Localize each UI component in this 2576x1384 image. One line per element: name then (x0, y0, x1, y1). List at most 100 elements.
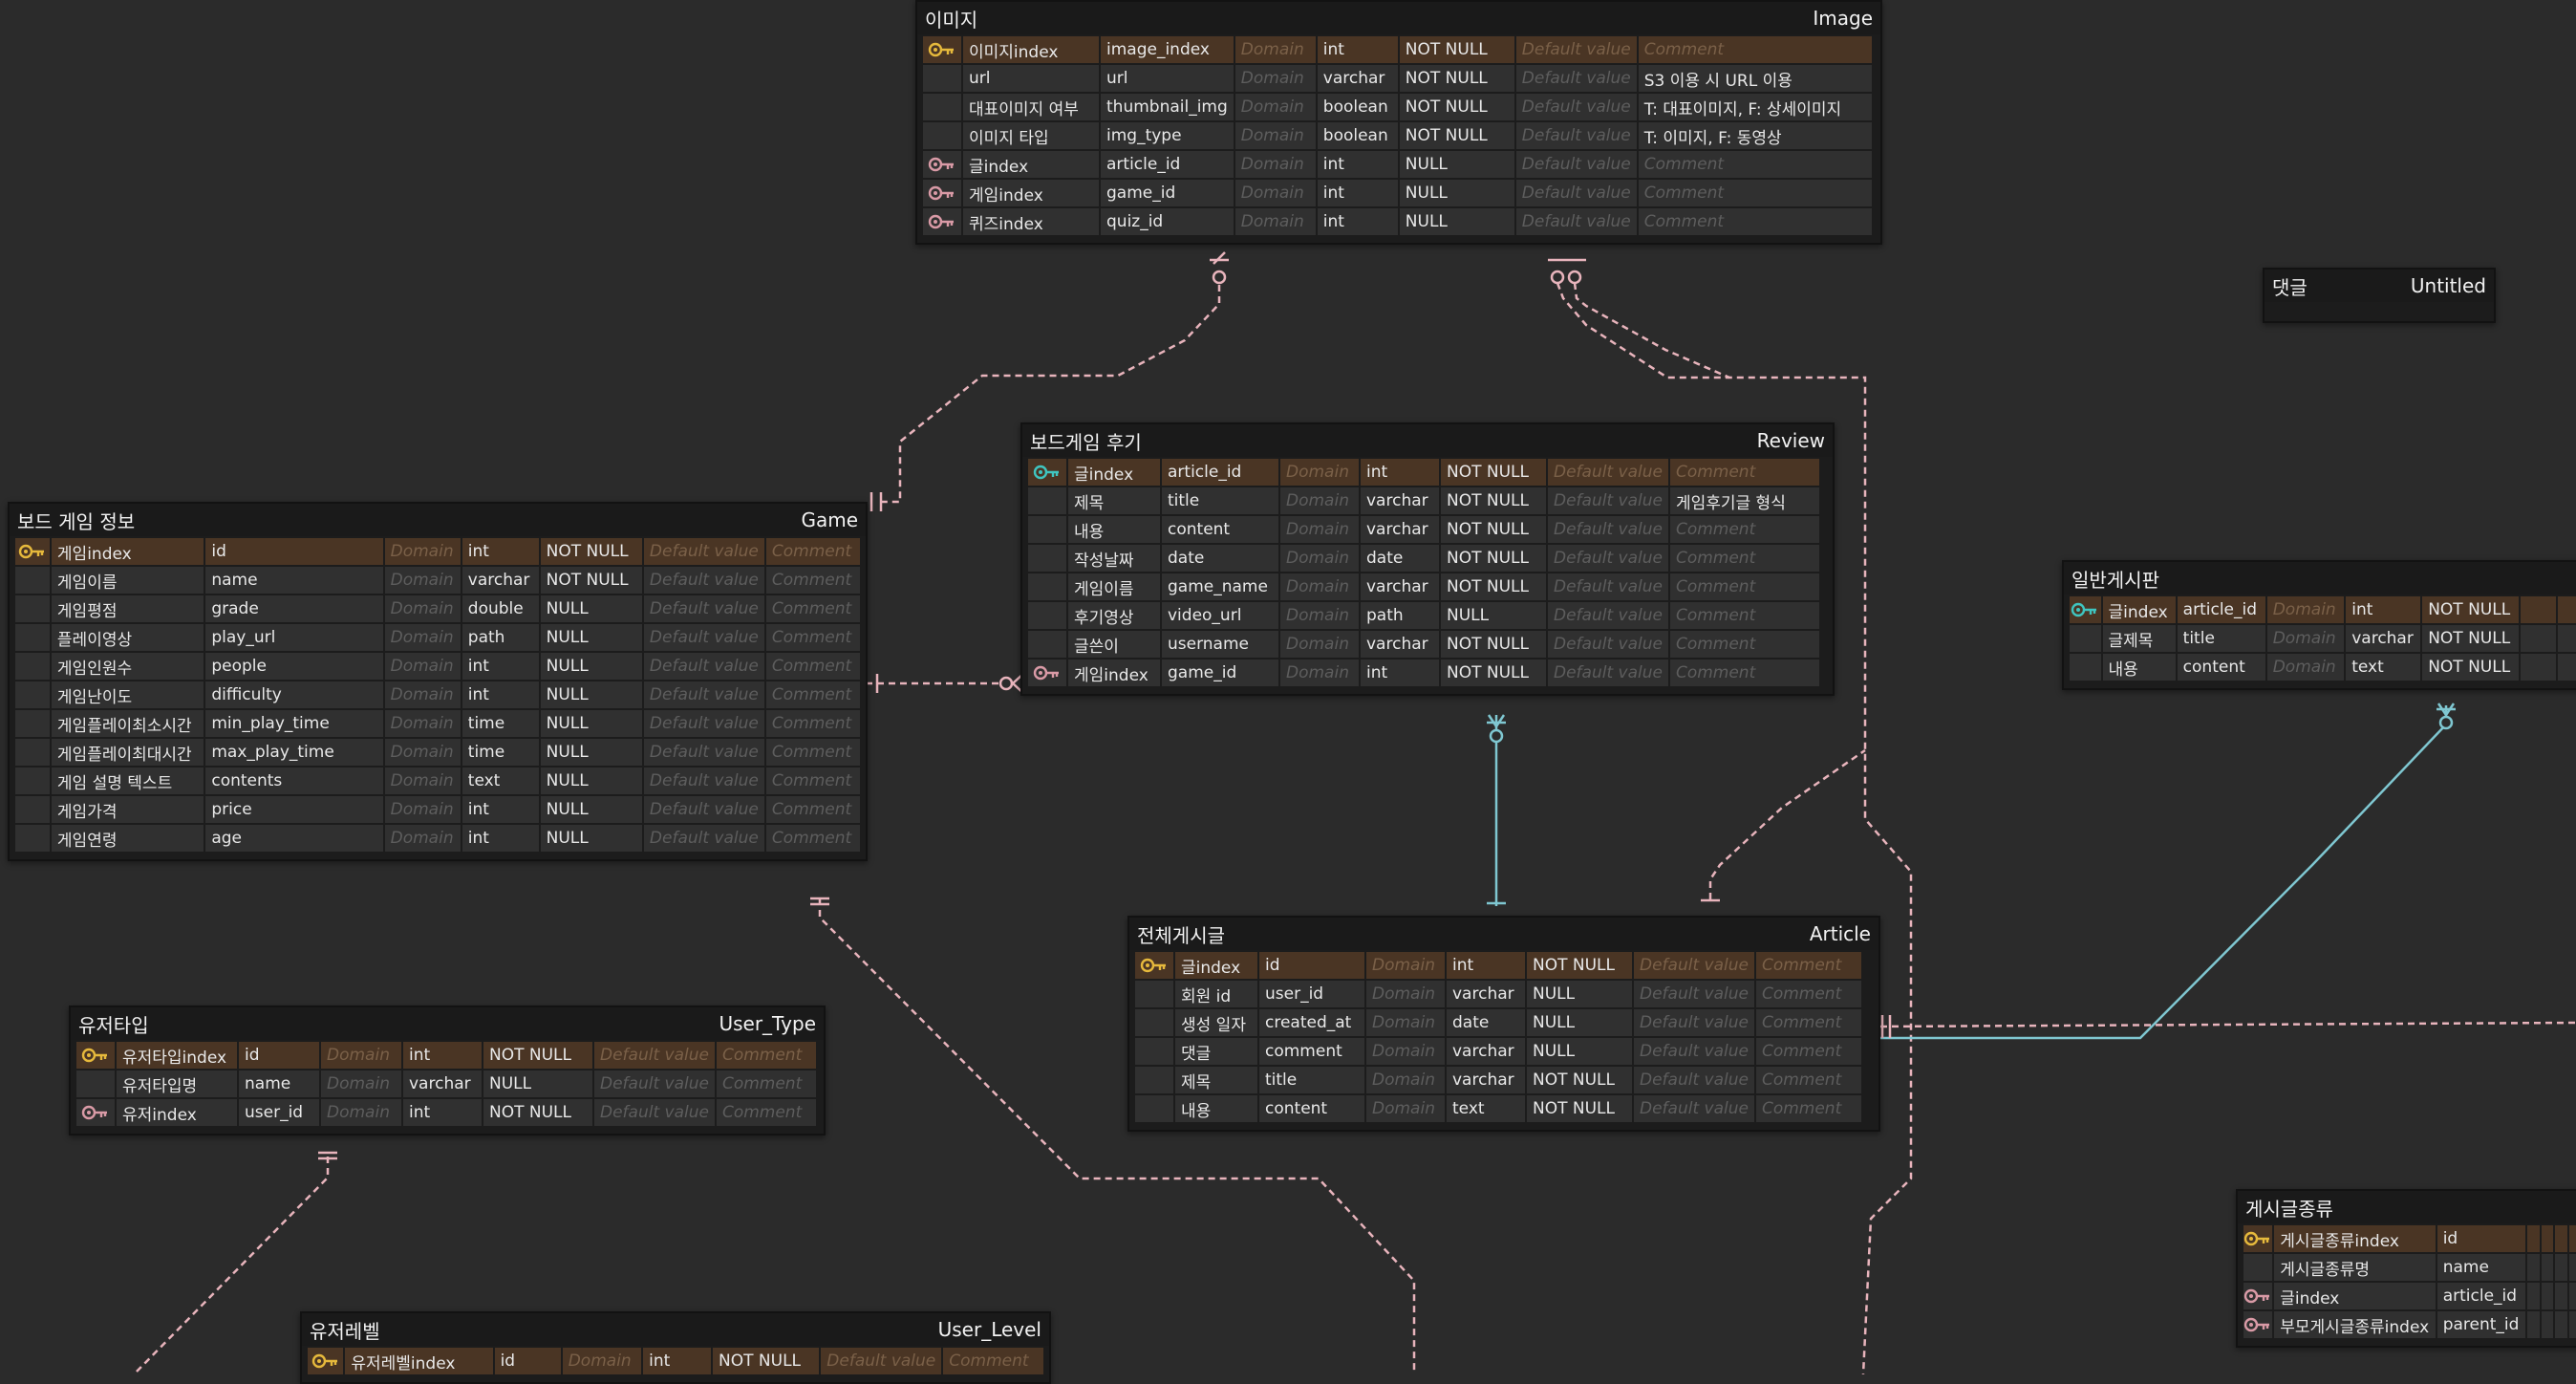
column-default: Default value (1634, 981, 1754, 1007)
column-domain: Domain (1234, 65, 1316, 92)
column-physical: id (1259, 952, 1364, 979)
foreign-key-icon (923, 180, 961, 206)
column-domain: Domain (384, 739, 461, 766)
column-physical: date (1162, 545, 1278, 572)
key-cell (1028, 545, 1066, 572)
column-domain: Domain (384, 538, 461, 565)
entity-header[interactable]: 일반게시판 (2064, 562, 2576, 595)
column-physical: username (1162, 631, 1278, 658)
column-domain (2526, 1254, 2540, 1281)
column-physical: title (1259, 1067, 1364, 1093)
column-logical: 대표이미지 여부 (963, 94, 1099, 120)
key-cell (1135, 981, 1173, 1007)
column-type: varchar (462, 567, 539, 594)
column-physical: title (2177, 625, 2265, 652)
column-type: boolean (1317, 94, 1398, 120)
column-domain: Domain (384, 653, 461, 680)
column-nullable: NULL (540, 768, 642, 794)
column-default: Default value (643, 538, 764, 565)
key-cell (15, 595, 50, 622)
column-physical: age (205, 825, 383, 852)
column-physical: article_id (2436, 1283, 2525, 1309)
column-type: int (462, 653, 539, 680)
column-comment: Comment (765, 796, 860, 823)
column-nullable: NULL (540, 739, 642, 766)
column-nullable: NULL (540, 796, 642, 823)
column-nullable (2555, 1283, 2567, 1309)
key-cell (15, 768, 50, 794)
entity-header[interactable]: 게시글종류 (2238, 1191, 2576, 1223)
column-type: varchar (1317, 65, 1398, 92)
column-nullable: NOT NULL (1527, 1095, 1632, 1122)
column-type: time (462, 739, 539, 766)
primary-key-icon (308, 1348, 344, 1374)
column-logical: url (963, 65, 1099, 92)
column-domain: Domain (1280, 487, 1359, 514)
column-comment: Comment (1669, 573, 1819, 600)
column-domain: Domain (1366, 952, 1445, 979)
column-type: int (1361, 660, 1439, 686)
column-comment: Comment (1669, 660, 1819, 686)
